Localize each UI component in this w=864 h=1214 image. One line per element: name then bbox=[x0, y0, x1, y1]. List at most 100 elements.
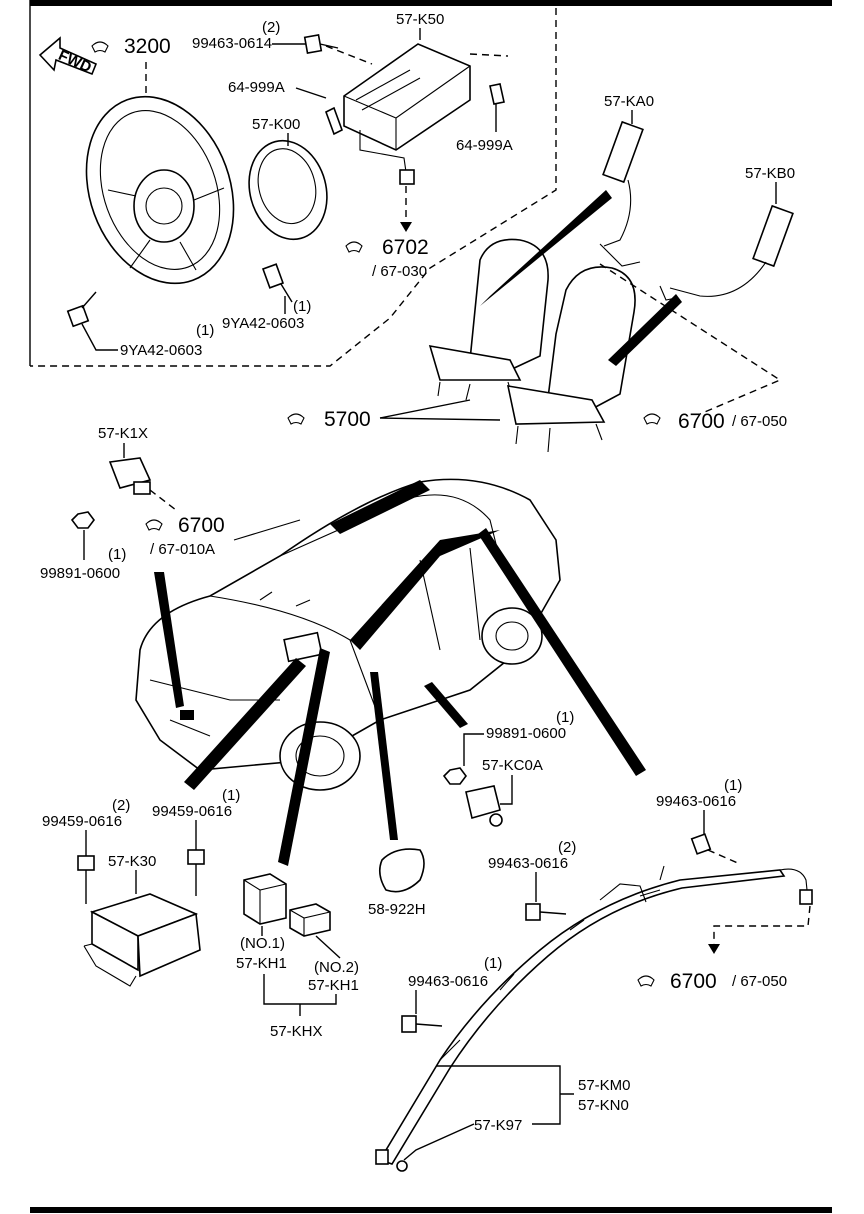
label-99463-mid: 99463-0616 bbox=[488, 855, 568, 872]
bracket-57-KHX bbox=[263, 974, 337, 1016]
qty-99463-0614: (2) bbox=[262, 19, 280, 36]
curtain-airbag-57-KM0-KN0 bbox=[375, 865, 813, 1172]
qty-99463-top: (1) bbox=[724, 777, 742, 794]
ref-6702-label: 6702 bbox=[382, 236, 429, 259]
label-9YA42-right: 9YA42-0603 bbox=[222, 315, 304, 332]
label-57-K30: 57-K30 bbox=[108, 853, 156, 870]
bolt-9YA42-right bbox=[261, 263, 293, 303]
fwd-text: FWD bbox=[56, 47, 94, 76]
screw-64-999A-top bbox=[325, 106, 343, 136]
qty-99459-a: (2) bbox=[112, 797, 130, 814]
side-airbag-57-KA0 bbox=[602, 120, 644, 247]
label-57-KH1-a: 57-KH1 bbox=[236, 955, 287, 972]
pointer-seat-left bbox=[480, 190, 612, 306]
ref-6700-seat-icon bbox=[643, 413, 661, 425]
vehicle-body bbox=[135, 478, 561, 791]
front-seat-left bbox=[428, 238, 549, 401]
bolt-9YA42-left bbox=[66, 291, 97, 328]
label-99891-left: 99891-0600 bbox=[40, 565, 120, 582]
bolt-99459-a bbox=[77, 855, 95, 904]
ref-6702-link[interactable]: 6702 bbox=[345, 236, 429, 259]
label-99459-b: 99459-0616 bbox=[152, 803, 232, 820]
nut-99891-0600-right bbox=[442, 767, 467, 785]
leader-64-999A-top bbox=[295, 87, 327, 99]
pointer-to-curtain bbox=[478, 528, 646, 776]
ref-5700-label: 5700 bbox=[324, 408, 371, 431]
steering-section-boundary bbox=[30, 8, 557, 367]
pointer-to-connector bbox=[278, 648, 330, 866]
leader-99891-right bbox=[463, 733, 484, 766]
pointer-to-module bbox=[184, 658, 306, 790]
bracket-57-KM0-KN0 bbox=[436, 1065, 574, 1125]
ref-5700-link[interactable]: 5700 bbox=[287, 408, 371, 431]
pointer-to-sensor bbox=[154, 572, 184, 708]
bolt-99463-low bbox=[401, 1015, 443, 1033]
ref-6700-sensor-link[interactable]: 6700 bbox=[145, 514, 225, 537]
bottom-border bbox=[30, 1207, 832, 1213]
ref-6700-seat-sub: / 67-050 bbox=[732, 413, 787, 430]
label-57-KA0: 57-KA0 bbox=[604, 93, 654, 110]
qty-9YA42-right: (1) bbox=[293, 298, 311, 315]
seat-harness-left bbox=[599, 243, 641, 267]
label-57-KM0: 57-KM0 bbox=[578, 1077, 631, 1094]
guide-6700-sensor bbox=[149, 489, 177, 511]
label-57-KHX: 57-KHX bbox=[270, 1023, 323, 1040]
label-57-KC0A: 57-KC0A bbox=[482, 757, 543, 774]
ref-6700-curtain-label: 6700 bbox=[670, 970, 717, 993]
leader-no2 bbox=[315, 935, 341, 959]
passenger-airbag-module bbox=[343, 43, 471, 185]
qty-99463-mid: (2) bbox=[558, 839, 576, 856]
label-99891-right: 99891-0600 bbox=[486, 725, 566, 742]
ref-6700-curtain-link[interactable]: 6700 bbox=[637, 970, 717, 993]
connector-57-KH1-no1 bbox=[243, 873, 287, 925]
screw-64-999A-right bbox=[489, 83, 505, 105]
arrow-6700-curtain-icon bbox=[708, 944, 720, 954]
qty-99463-low: (1) bbox=[484, 955, 502, 972]
seat-harness-right bbox=[659, 285, 677, 301]
bolt-99459-b bbox=[187, 849, 205, 896]
label-9YA42-left: 9YA42-0603 bbox=[120, 342, 202, 359]
label-57-KB0: 57-KB0 bbox=[745, 165, 795, 182]
cover-58-922H bbox=[378, 848, 425, 893]
qty-9YA42-left: (1) bbox=[196, 322, 214, 339]
ref-6700-curtain-sub: / 67-050 bbox=[732, 973, 787, 990]
pointer-seat-right bbox=[608, 294, 682, 366]
label-99459-a: 99459-0616 bbox=[42, 813, 122, 830]
screw-guide-left bbox=[325, 45, 373, 65]
label-no1: (NO.1) bbox=[240, 935, 285, 952]
qty-99459-b: (1) bbox=[222, 787, 240, 804]
ref-3200-icon bbox=[91, 41, 109, 53]
side-airbag-57-KB0 bbox=[669, 204, 794, 297]
steering-wheel bbox=[85, 95, 235, 285]
leader-5700 bbox=[379, 399, 501, 421]
label-99463-0614: 99463-0614 bbox=[192, 35, 272, 52]
label-57-K1X: 57-K1X bbox=[98, 425, 148, 442]
ref-6700-sensor-label: 6700 bbox=[178, 514, 225, 537]
label-99463-low: 99463-0616 bbox=[408, 973, 488, 990]
leader-9YA42-left bbox=[81, 323, 118, 351]
leader-57-KC0A bbox=[500, 775, 513, 805]
pointer-to-side-sensor bbox=[424, 682, 468, 728]
pointer-to-cover bbox=[370, 672, 398, 840]
side-sensor-57-KC0A bbox=[465, 785, 503, 827]
ref-6700-curtain-icon bbox=[637, 975, 655, 987]
qty-99891-left: (1) bbox=[108, 546, 126, 563]
front-seat-right bbox=[506, 266, 636, 453]
fwd-arrow-icon: FWD bbox=[38, 36, 98, 76]
label-64-999A-right: 64-999A bbox=[456, 137, 513, 154]
ref-6700-seat-label: 6700 bbox=[678, 410, 725, 433]
ref-6702-icon bbox=[345, 241, 363, 253]
ref-6702-sub: / 67-030 bbox=[372, 263, 427, 280]
ref-5700-icon bbox=[287, 413, 305, 425]
label-no2: (NO.2) bbox=[314, 959, 359, 976]
arrow-6702-icon bbox=[400, 222, 412, 232]
guide-6700-curtain bbox=[713, 905, 811, 950]
ref-6700-seat-link[interactable]: 6700 bbox=[643, 410, 725, 433]
label-57-KH1-b: 57-KH1 bbox=[308, 977, 359, 994]
ref-3200-link[interactable]: 3200 bbox=[91, 35, 171, 58]
ref-3200-label: 3200 bbox=[124, 35, 171, 58]
screw-guide-right bbox=[469, 53, 509, 57]
connector-57-KH1-no2 bbox=[289, 903, 331, 937]
label-58-922H: 58-922H bbox=[368, 901, 426, 918]
